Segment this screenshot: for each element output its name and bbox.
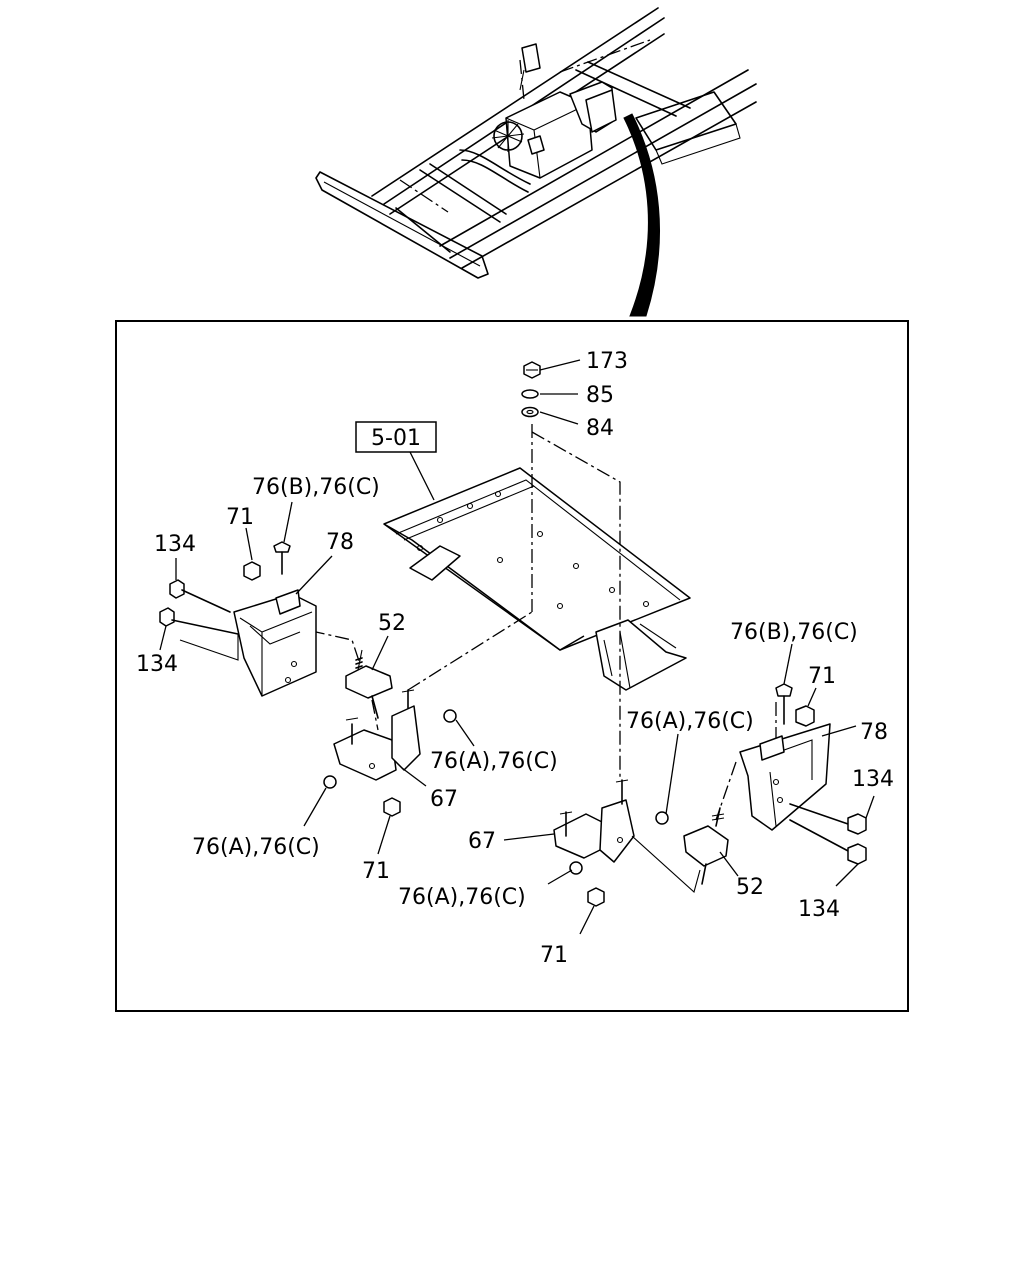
callout-76ac-right-bottom: 76(A),76(C) (398, 885, 526, 910)
chassis-overview (315, 7, 757, 279)
callout-76bc-right: 76(B),76(C) (730, 620, 858, 645)
right-mount-52 (631, 807, 729, 894)
callout-71-left-top: 71 (226, 505, 254, 530)
callout-76ac-right-top: 76(A),76(C) (626, 709, 754, 734)
callout-134-left-top: 134 (154, 532, 196, 557)
callout-173: 173 (586, 349, 628, 374)
left-mount-52 (345, 649, 393, 719)
leader-lines (159, 359, 875, 935)
callout-52-left: 52 (378, 611, 406, 636)
callout-134-left-bottom: 134 (136, 652, 178, 677)
callout-71-right-top: 71 (808, 664, 836, 689)
right-top-fasteners (775, 683, 815, 727)
callout-67-right: 67 (468, 829, 496, 854)
callout-134-right-top: 134 (852, 767, 894, 792)
callout-134-right-bottom: 134 (798, 897, 840, 922)
frame-ref-label: 5-01 (371, 426, 421, 451)
right-bracket-67 (553, 779, 635, 863)
top-hardware (521, 361, 541, 418)
detail-frame (115, 320, 909, 1012)
callout-76ac-left-bottom: 76(A),76(C) (192, 835, 320, 860)
callout-84: 84 (586, 416, 614, 441)
left-bolts-134 (159, 579, 239, 661)
left-bracket-78 (233, 589, 317, 697)
left-top-fasteners (243, 541, 291, 581)
right-bracket-78 (739, 723, 831, 831)
callout-52-right: 52 (736, 875, 764, 900)
callout-71-left-bottom: 71 (362, 859, 390, 884)
callout-85: 85 (586, 383, 614, 408)
callout-labels: 173 85 84 76(B),76(C) 71 78 134 134 52 7… (136, 349, 894, 968)
callout-78-right: 78 (860, 720, 888, 745)
right-small-fasteners (569, 811, 669, 907)
callout-67-left: 67 (430, 787, 458, 812)
frame-ref-box: 5-01 (355, 421, 437, 501)
crossmember (383, 467, 691, 691)
callout-78-left: 78 (326, 530, 354, 555)
right-bolts-134 (789, 803, 867, 865)
callout-76bc-left: 76(B),76(C) (252, 475, 380, 500)
detail-pointer (623, 113, 661, 317)
callout-71-right-bottom: 71 (540, 943, 568, 968)
callout-76ac-left-right: 76(A),76(C) (430, 749, 558, 774)
left-small-fasteners (323, 709, 457, 817)
left-bracket-67 (333, 689, 421, 781)
